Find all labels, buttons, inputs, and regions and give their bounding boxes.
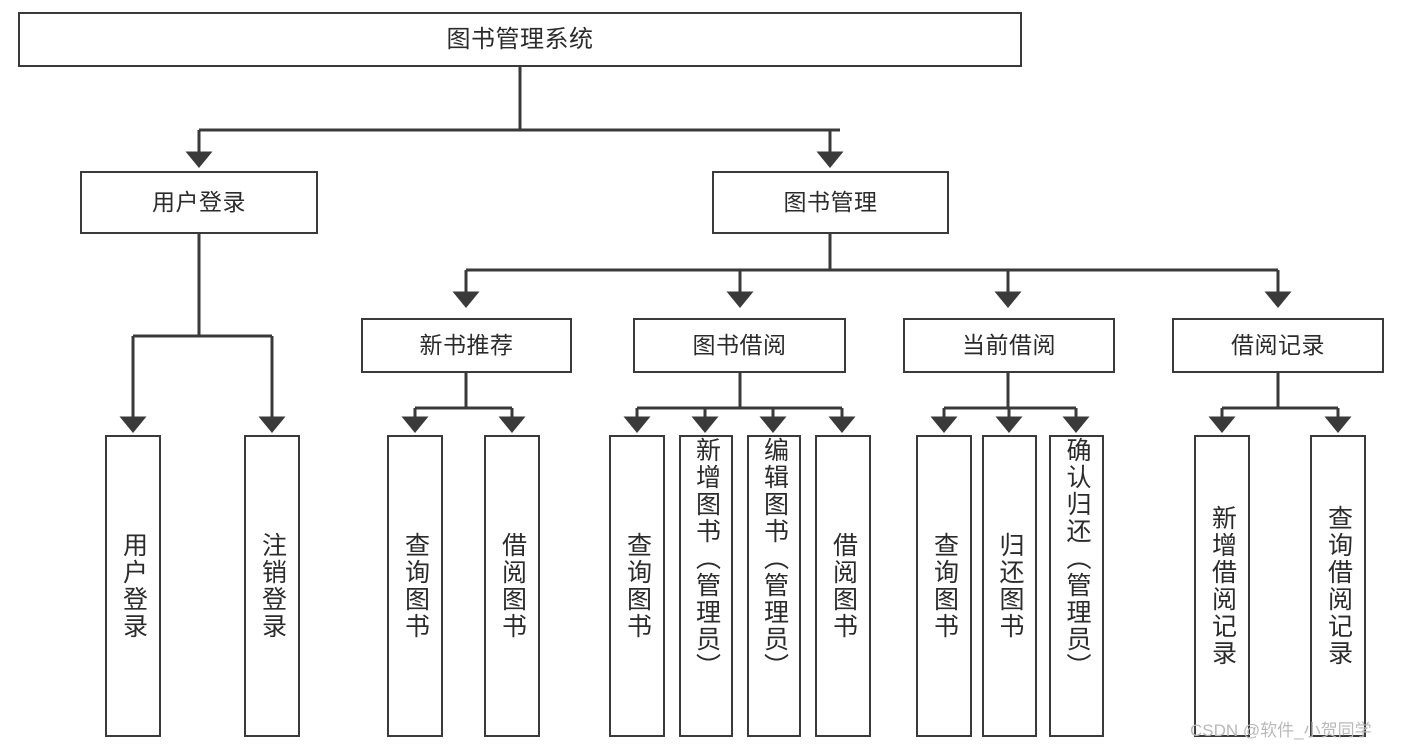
leaf-query-book-borrow[interactable]: 查询图书 <box>609 435 665 737</box>
leaf-return-book[interactable]: 归还图书 <box>982 435 1037 737</box>
leaf-user-logout[interactable]: 注销登录 <box>244 435 300 737</box>
node-label: 查询图书 <box>930 532 959 640</box>
node-user-login[interactable]: 用户登录 <box>80 171 318 234</box>
node-new-book-recommend[interactable]: 新书推荐 <box>361 318 572 373</box>
node-label: 当前借阅 <box>962 332 1056 359</box>
node-label: 查询图书 <box>623 532 652 640</box>
node-label: 查询借阅记录 <box>1324 505 1353 667</box>
leaf-confirm-return-admin[interactable]: 确认归还（管理员） <box>1049 435 1104 737</box>
leaf-borrow-book-borrow[interactable]: 借阅图书 <box>815 435 871 737</box>
leaf-edit-book-admin[interactable]: 编辑图书（管理员） <box>747 435 801 737</box>
node-label: 查询图书 <box>401 532 430 640</box>
node-label: 图书借阅 <box>692 332 787 359</box>
node-label: 图书管理系统 <box>446 25 594 53</box>
node-label: 用户登录 <box>152 189 246 216</box>
node-label: 图书管理 <box>783 189 878 216</box>
node-label: 新增借阅记录 <box>1208 505 1237 667</box>
leaf-query-borrow-record[interactable]: 查询借阅记录 <box>1310 435 1366 737</box>
node-current-borrow[interactable]: 当前借阅 <box>903 318 1115 373</box>
node-label: 归还图书 <box>996 532 1024 640</box>
csdn-watermark: CSDN @软件_小贺同学 <box>1190 721 1372 740</box>
node-book-management[interactable]: 图书管理 <box>712 171 949 234</box>
leaf-user-login[interactable]: 用户登录 <box>105 435 161 737</box>
node-label: 新增图书（管理员） <box>692 437 721 680</box>
node-label: 新书推荐 <box>419 332 514 359</box>
node-borrow-record[interactable]: 借阅记录 <box>1172 318 1384 373</box>
leaf-add-borrow-record[interactable]: 新增借阅记录 <box>1194 435 1250 737</box>
node-label: 编辑图书（管理员） <box>760 437 789 680</box>
node-label: 借阅图书 <box>498 532 527 640</box>
leaf-query-book-current[interactable]: 查询图书 <box>916 435 972 737</box>
node-label: 借阅记录 <box>1231 332 1325 359</box>
node-label: 注销登录 <box>258 532 287 640</box>
node-label: 借阅图书 <box>829 532 858 640</box>
node-book-borrow[interactable]: 图书借阅 <box>633 318 846 373</box>
node-label: 确认归还（管理员） <box>1063 437 1091 680</box>
leaf-add-book-admin[interactable]: 新增图书（管理员） <box>679 435 733 737</box>
node-label: 用户登录 <box>119 532 148 640</box>
leaf-borrow-book-recommend[interactable]: 借阅图书 <box>484 435 540 737</box>
leaf-query-book-recommend[interactable]: 查询图书 <box>387 435 443 737</box>
node-root-book-management-system[interactable]: 图书管理系统 <box>18 12 1022 67</box>
